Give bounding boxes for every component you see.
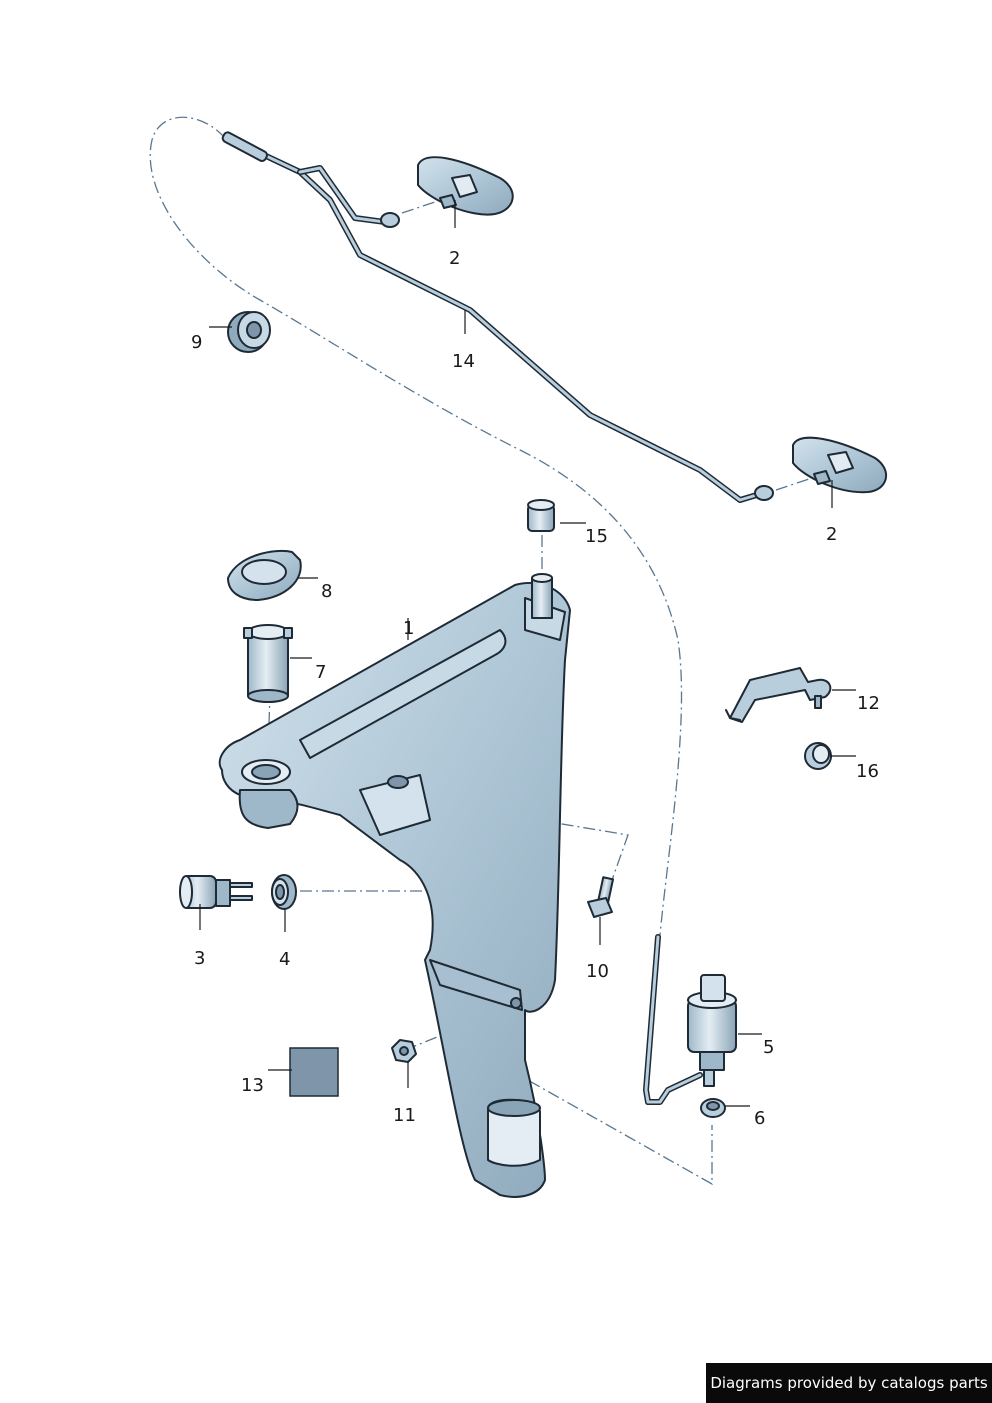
leader-lines [199, 200, 856, 1107]
callout-1: 1 [403, 618, 414, 639]
callout-5: 5 [763, 1037, 774, 1058]
washer-reservoir-1 [218, 573, 571, 1198]
filler-neck-7 [243, 624, 293, 703]
bolt-10 [587, 876, 615, 918]
cap-15 [527, 499, 555, 532]
clip-16 [804, 742, 832, 770]
label-sticker-13 [289, 1047, 339, 1097]
callout-2-right: 2 [826, 524, 837, 545]
filler-cap-8 [227, 550, 302, 601]
level-sensor-3 [179, 875, 253, 909]
callout-12: 12 [857, 693, 880, 714]
callout-8: 8 [321, 581, 332, 602]
callout-3: 3 [194, 948, 205, 969]
pump-hose [643, 934, 703, 1105]
callout-15: 15 [585, 526, 608, 547]
callout-14: 14 [452, 351, 475, 372]
spray-nozzle-right [792, 436, 887, 494]
callout-9: 9 [191, 332, 202, 353]
washer-hose-14 [221, 131, 774, 503]
nut-11 [391, 1039, 417, 1063]
bracket-12 [725, 667, 832, 723]
grommet-4 [271, 874, 297, 910]
callout-7: 7 [315, 662, 326, 683]
grommet-9 [227, 311, 271, 353]
callout-11: 11 [393, 1105, 416, 1126]
grommet-6 [700, 1098, 726, 1118]
callout-4: 4 [279, 949, 290, 970]
callout-6: 6 [754, 1108, 765, 1129]
spray-nozzle-top [417, 156, 514, 216]
callout-2-top: 2 [449, 248, 460, 269]
callout-13: 13 [241, 1075, 264, 1096]
callout-10: 10 [586, 961, 609, 982]
callout-16: 16 [856, 761, 879, 782]
callout-labels: 1 2 2 3 4 5 6 7 8 9 10 11 12 13 14 15 16 [191, 248, 880, 1129]
credit-banner: Diagrams provided by catalogs parts [706, 1363, 992, 1403]
washer-pump-5 [687, 974, 737, 1087]
